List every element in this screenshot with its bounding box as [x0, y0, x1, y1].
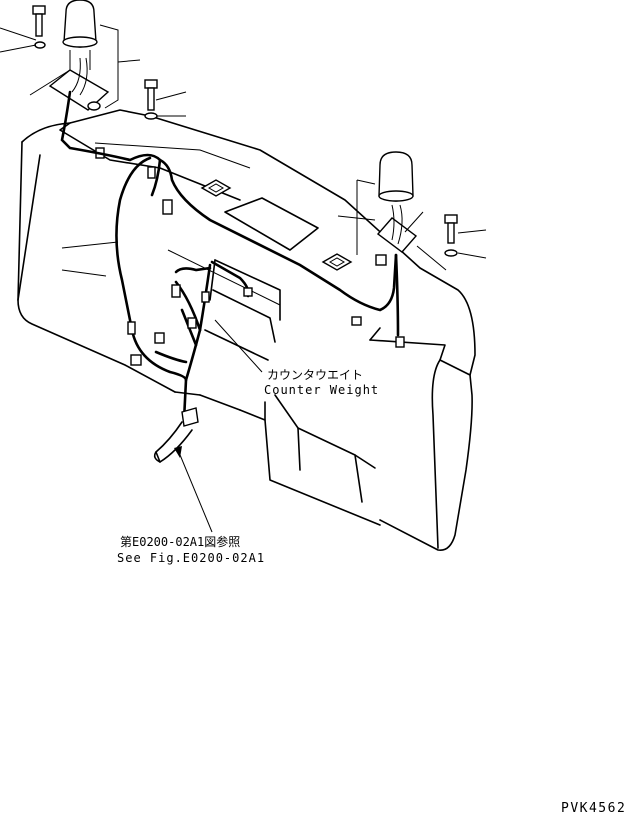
figure-reference-english: See Fig.E0200-02A1 [117, 551, 266, 565]
left-beacon-lamp [48, 0, 110, 111]
wiring-harness [60, 90, 400, 463]
figure-reference-japanese: 第E0200-02A1図参照 [120, 535, 241, 549]
right-beacon-lamp [375, 151, 418, 266]
right-lamp-bolt [444, 214, 458, 257]
counter-weight-label-japanese: カウンタウエイト [267, 368, 364, 382]
counter-weight-label-english: Counter Weight [264, 383, 380, 397]
left-lamp-bolt [32, 5, 101, 111]
center-bolt [144, 79, 158, 120]
drawing-code: PVK4562 [561, 801, 627, 816]
top-recesses [95, 147, 405, 366]
leader-lines [0, 24, 487, 533]
counterweight-body [17, 109, 476, 552]
